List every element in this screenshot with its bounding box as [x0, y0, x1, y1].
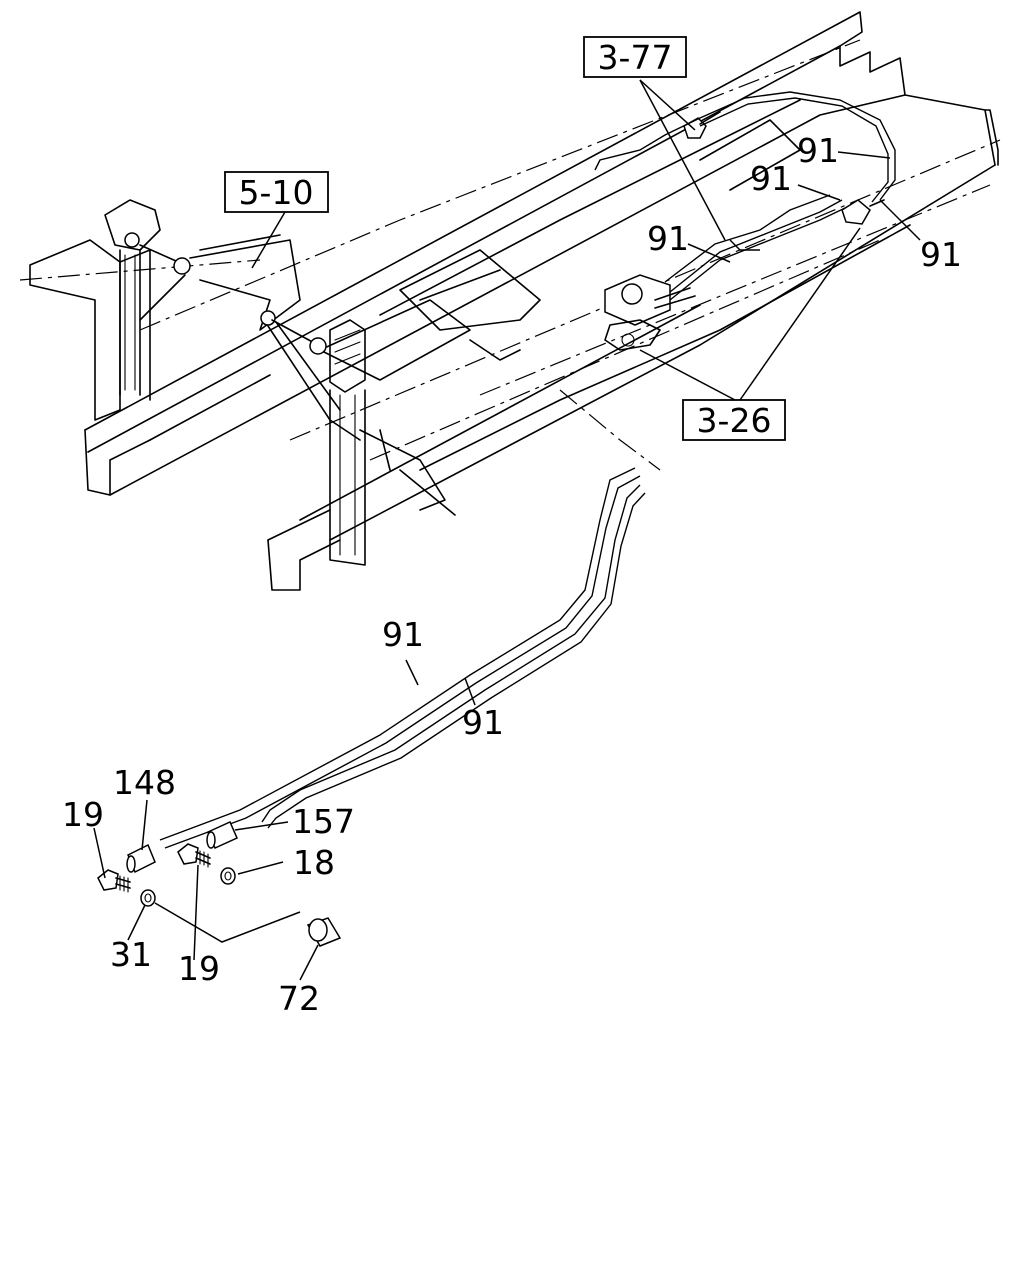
- leveling-valve-left: [104, 199, 301, 396]
- ref-box-5-10: 5-10: [224, 171, 329, 213]
- relay-valve: [604, 274, 696, 351]
- callout-91: 91: [920, 235, 962, 274]
- clip-right: [841, 199, 885, 225]
- ref-box-3-77: 3-77: [583, 36, 687, 78]
- callout-19: 19: [178, 949, 220, 988]
- callout-91: 91: [462, 703, 504, 742]
- callout-91: 91: [750, 159, 792, 198]
- upper-brake-pipes: [594, 91, 896, 301]
- cross-members: [29, 119, 801, 421]
- fitting-157: [206, 821, 238, 849]
- ref-box-3-26: 3-26: [682, 399, 786, 441]
- callout-72: 72: [278, 979, 320, 1018]
- callout-19: 19: [62, 795, 104, 834]
- long-brake-pipes: [159, 467, 646, 849]
- callout-157: 157: [292, 802, 355, 841]
- frame-rail: [84, 11, 999, 591]
- ref-box-5-10-text: 5-10: [239, 173, 314, 212]
- ref-box-3-77-text: 3-77: [598, 38, 673, 77]
- callout-148: 148: [113, 763, 176, 802]
- leader-lines: [93, 79, 921, 981]
- callout-31: 31: [110, 935, 152, 974]
- nut-31: [140, 889, 156, 907]
- fitting-148: [126, 843, 156, 874]
- height-control-rod: [260, 310, 361, 441]
- union-19-right: [177, 843, 211, 868]
- callout-91: 91: [382, 615, 424, 654]
- callout-91: 91: [797, 131, 839, 170]
- grommet-72: [306, 917, 342, 947]
- ref-box-3-26-text: 3-26: [697, 401, 772, 440]
- callout-91: 91: [647, 219, 689, 258]
- assembly-bracket-line: [154, 902, 301, 943]
- nut-18: [220, 867, 236, 885]
- leveling-valve-center: [329, 319, 456, 566]
- union-19-left: [97, 869, 131, 893]
- centerlines: [19, 39, 1001, 471]
- callout-18: 18: [293, 843, 335, 882]
